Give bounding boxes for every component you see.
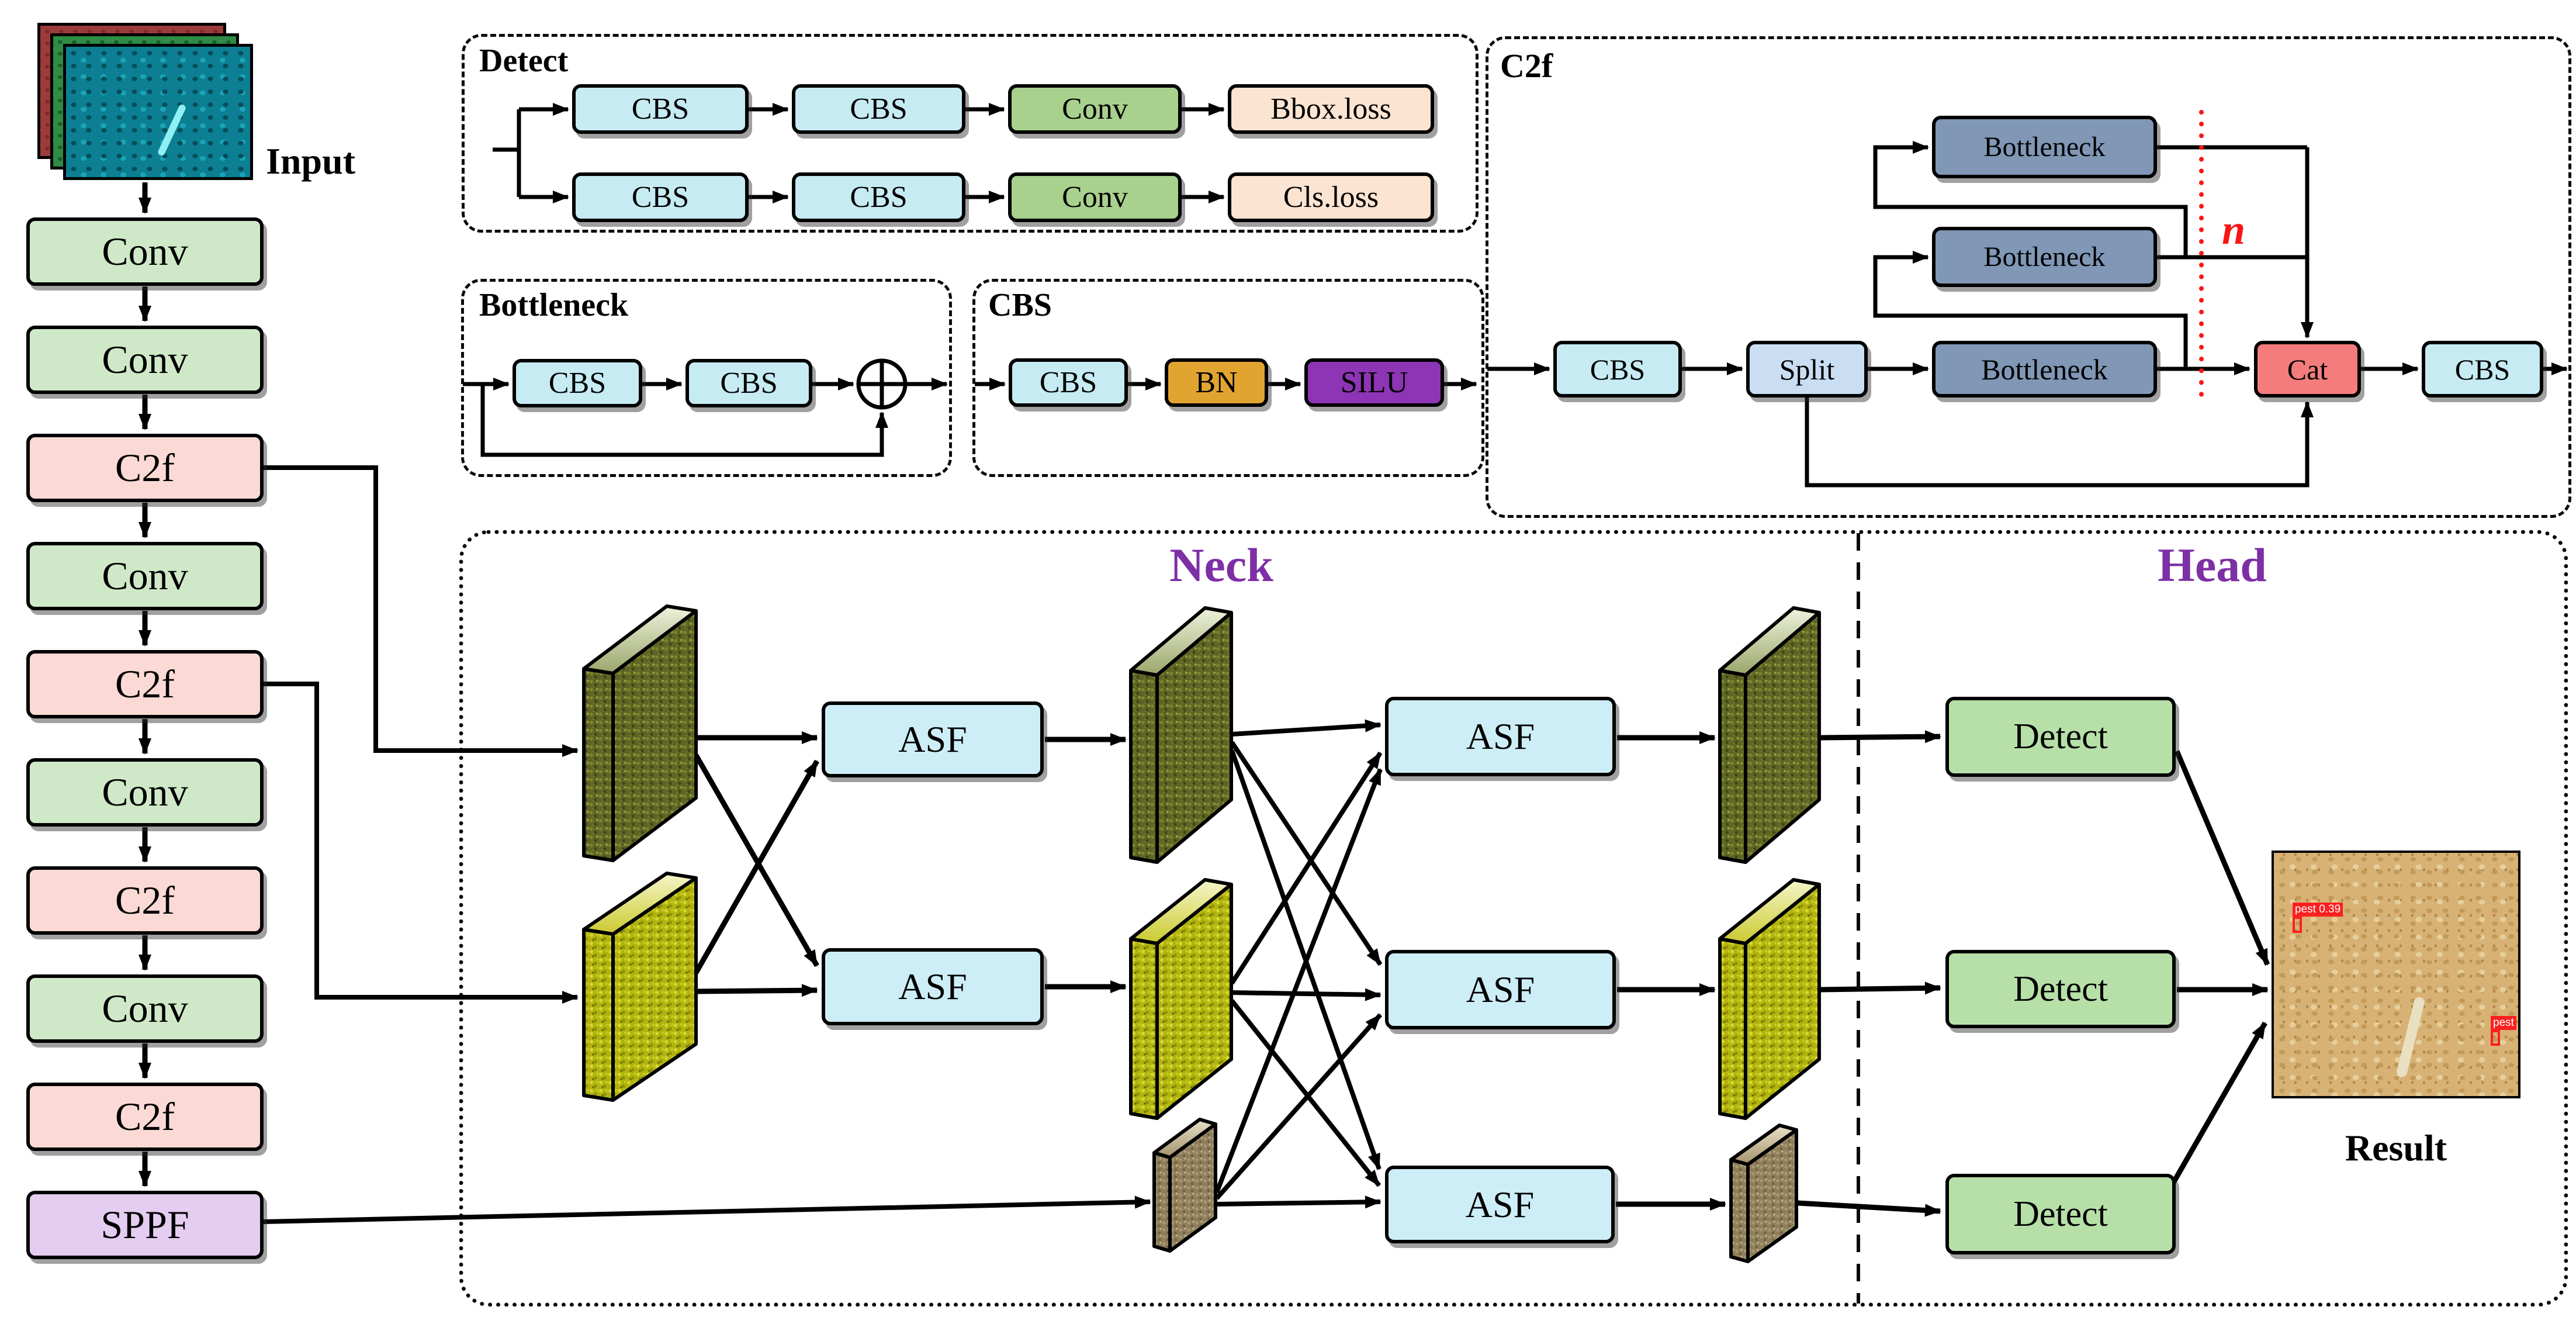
neck-asf-block-3: ASF bbox=[1385, 950, 1616, 1029]
bottleneck-module-box bbox=[461, 279, 952, 477]
neck-feature-map-b3 bbox=[1152, 1118, 1217, 1253]
flow-arrow bbox=[2170, 1021, 2267, 1185]
flow-arrow bbox=[1215, 1013, 1382, 1200]
neck-asf-block-0: ASF bbox=[822, 701, 1044, 777]
backbone-block-c2f-4: C2f bbox=[26, 650, 264, 718]
flow-arrow bbox=[695, 984, 818, 997]
head-detect-block-1: Detect bbox=[1945, 950, 2176, 1028]
neck-feature-map-a1 bbox=[582, 604, 698, 862]
backbone-block-c2f-6: C2f bbox=[26, 866, 264, 935]
c2f-module-stacked-bottleneck-0: Bottleneck bbox=[1932, 116, 2157, 178]
neck-title: Neck bbox=[1169, 538, 1273, 592]
flow-arrow bbox=[1230, 999, 1382, 1187]
detect-module-row0-cbs: CBS bbox=[792, 84, 965, 134]
flow-arrow bbox=[1230, 741, 1383, 966]
detect-module-row0-conv: Conv bbox=[1008, 84, 1182, 134]
flow-arrow bbox=[1216, 1195, 1382, 1209]
neck-asf-block-4: ASF bbox=[1385, 1166, 1615, 1243]
flow-arrow bbox=[1214, 768, 1383, 1194]
flow-arrow bbox=[1805, 397, 2314, 488]
backbone-block-c2f-2: C2f bbox=[26, 434, 264, 502]
head-detect-block-2: Detect bbox=[1945, 1174, 2176, 1254]
flow-arrow bbox=[264, 682, 579, 1004]
detection-label-2: pest bbox=[2491, 1016, 2516, 1030]
cbs-module-silu: SILU bbox=[1304, 358, 1444, 407]
input-impurity-husk bbox=[157, 103, 187, 157]
detection-label-1: pest 0.39 bbox=[2293, 903, 2343, 917]
backbone-block-c2f-8: C2f bbox=[26, 1083, 264, 1151]
flow-arrow bbox=[263, 1195, 1151, 1224]
detect-module-row1-cbs: CBS bbox=[572, 172, 749, 222]
flow-arrow bbox=[1873, 251, 2188, 369]
detect-module-row0-cbs: CBS bbox=[572, 84, 749, 134]
backbone-block-conv-5: Conv bbox=[26, 758, 264, 827]
c2f-repeat-count: n bbox=[2222, 206, 2246, 253]
detect-module-row1-cls.loss: Cls.loss bbox=[1228, 172, 1434, 222]
backbone-block-sppf-9: SPPF bbox=[26, 1191, 264, 1259]
flow-arrow bbox=[694, 753, 819, 967]
flow-arrow bbox=[1873, 141, 2188, 257]
neck-asf-block-1: ASF bbox=[822, 948, 1044, 1025]
detect-module-box bbox=[462, 34, 1479, 233]
detect-module-row1-conv: Conv bbox=[1008, 172, 1182, 222]
neck-feature-map-c1 bbox=[1718, 606, 1821, 864]
c2f-module-box bbox=[1486, 36, 2571, 518]
c2f-module-title: C2f bbox=[1500, 47, 1553, 85]
neck-asf-block-2: ASF bbox=[1385, 697, 1616, 776]
c2f-module-split: Split bbox=[1746, 341, 1868, 397]
head-title: Head bbox=[2158, 538, 2267, 592]
input-label: Input bbox=[266, 140, 355, 182]
bottleneck-module-cbs-1: CBS bbox=[685, 359, 812, 407]
cbs-module-cbs: CBS bbox=[1009, 358, 1128, 407]
head-detect-block-0: Detect bbox=[1945, 697, 2176, 777]
c2f-module-cat: Cat bbox=[2254, 341, 2361, 397]
cbs-module-title: CBS bbox=[988, 287, 1052, 323]
c2f-module-cbs: CBS bbox=[2422, 341, 2543, 397]
detection-bbox-2 bbox=[2491, 1030, 2500, 1046]
flow-arrow bbox=[480, 384, 888, 457]
neck-feature-map-c2 bbox=[1718, 878, 1821, 1120]
backbone-block-conv-0: Conv bbox=[26, 217, 264, 286]
flow-arrow bbox=[2174, 750, 2270, 966]
neck-feature-map-c3 bbox=[1729, 1124, 1798, 1263]
backbone-block-conv-3: Conv bbox=[26, 542, 264, 610]
result-image bbox=[2272, 851, 2520, 1098]
flow-arrow bbox=[1819, 981, 1941, 995]
c2f-module-bottleneck: Bottleneck bbox=[1932, 341, 2157, 397]
detect-module-title: Detect bbox=[479, 43, 569, 79]
backbone-block-conv-7: Conv bbox=[26, 974, 264, 1043]
detect-module-row0-bbox.loss: Bbox.loss bbox=[1228, 84, 1434, 134]
flow-arrow bbox=[1797, 1200, 1941, 1217]
input-image-layer-cyan bbox=[63, 44, 253, 180]
bottleneck-module-title: Bottleneck bbox=[479, 287, 629, 323]
flow-arrow bbox=[694, 759, 819, 974]
detection-bbox-1 bbox=[2293, 917, 2302, 933]
result-impurity-husk bbox=[2395, 995, 2426, 1079]
flow-arrow bbox=[1231, 988, 1382, 1001]
result-label: Result bbox=[2345, 1127, 2447, 1169]
cbs-module-box bbox=[972, 279, 1484, 477]
neck-feature-map-b2 bbox=[1129, 878, 1233, 1120]
sum-operator-icon bbox=[856, 358, 908, 410]
backbone-block-conv-1: Conv bbox=[26, 326, 264, 394]
detect-module-row1-cbs: CBS bbox=[792, 172, 965, 222]
bottleneck-module-cbs-0: CBS bbox=[513, 359, 642, 407]
c2f-module-cbs: CBS bbox=[1553, 341, 1682, 397]
cbs-module-bn: BN bbox=[1165, 358, 1268, 407]
flow-arrow bbox=[1231, 719, 1382, 737]
c2f-module-stacked-bottleneck-1: Bottleneck bbox=[1932, 227, 2157, 287]
flow-arrow bbox=[1230, 751, 1383, 985]
flow-arrow bbox=[264, 465, 579, 757]
neck-feature-map-a2 bbox=[582, 872, 698, 1102]
neck-head-region-box bbox=[459, 530, 2568, 1306]
neck-feature-map-b1 bbox=[1129, 606, 1233, 864]
flow-arrow bbox=[1819, 730, 1941, 744]
